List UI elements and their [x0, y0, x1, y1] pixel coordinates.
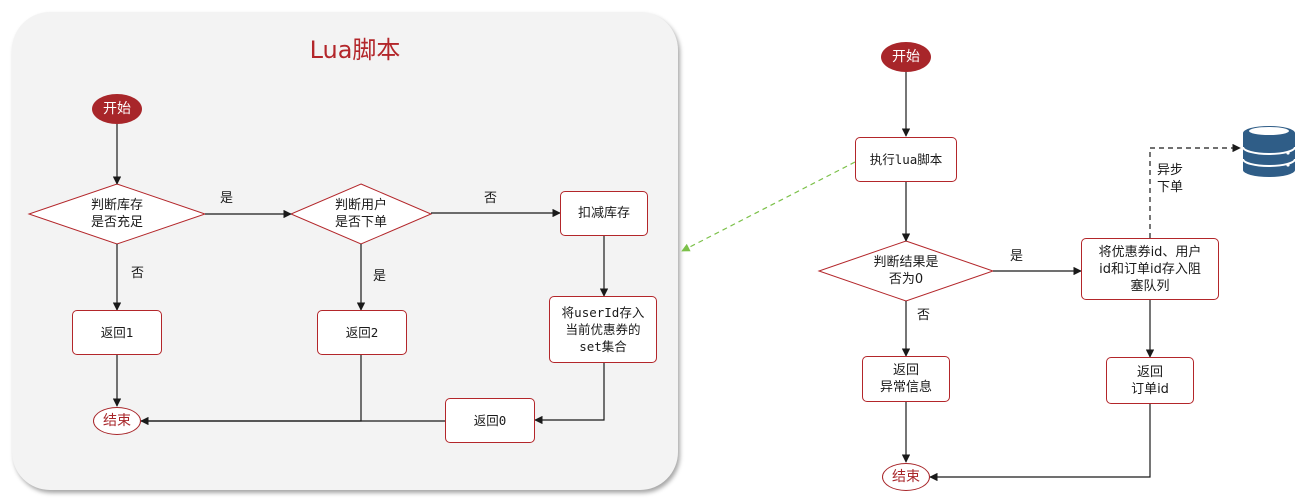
label-stock-yes: 是 — [220, 191, 234, 206]
save-user-node: 将userId存入 当前优惠券的 set集合 — [549, 296, 657, 363]
edge-async-to-db — [1149, 143, 1241, 238]
return-1-node: 返回1 — [72, 310, 162, 355]
left-end-node: 结束 — [93, 407, 141, 435]
right-end-node: 结束 — [882, 463, 930, 491]
label-stock-no: 否 — [131, 266, 145, 281]
return-error-node: 返回 异常信息 — [862, 356, 950, 402]
exec-lua-node: 执行lua脚本 — [855, 137, 957, 182]
right-start-node: 开始 — [881, 42, 931, 72]
left-start-node: 开始 — [92, 94, 142, 124]
check-result-label: 判断结果是 否为0 — [873, 255, 939, 287]
enqueue-node: 将优惠券id、用户 id和订单id存入阻 塞队列 — [1081, 238, 1219, 300]
label-user-no: 否 — [484, 191, 498, 206]
exec-lua-label: 执行lua脚本 — [869, 152, 943, 167]
return-0-node: 返回0 — [445, 398, 535, 443]
check-stock-label: 判断库存 是否充足 — [90, 198, 143, 230]
label-result-yes: 是 — [1010, 249, 1024, 264]
label-result-no: 否 — [917, 308, 931, 323]
edge-return-order-to-end — [929, 404, 1151, 482]
check-user-label: 判断用户 是否下单 — [334, 198, 387, 230]
return-2-node: 返回2 — [317, 310, 407, 355]
return-order-node: 返回 订单id — [1106, 357, 1194, 404]
edge-save-to-return0 — [534, 363, 605, 425]
label-user-yes: 是 — [373, 269, 387, 284]
label-async-order: 异步 下单 — [1157, 163, 1184, 195]
edge-return2-to-end — [141, 355, 362, 422]
panel-title: Lua脚本 — [309, 36, 401, 64]
deduct-stock-node: 扣减库存 — [560, 191, 648, 236]
database-icon — [1242, 126, 1296, 177]
edge-exec-to-lua-panel — [681, 161, 856, 252]
